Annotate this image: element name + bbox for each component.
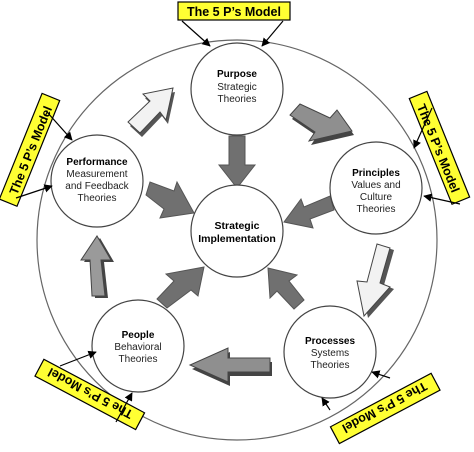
performance-line3: Theories — [78, 193, 117, 204]
node-principles: Principles Values and Culture Theories — [329, 141, 423, 235]
principles-line1: Values and — [351, 180, 400, 191]
arrow-people-to-center — [156, 266, 205, 309]
arrow-people-to-performance — [80, 235, 114, 298]
people-title: People — [122, 330, 155, 341]
principles-line2: Culture — [360, 192, 393, 203]
performance-title: Performance — [66, 157, 128, 168]
processes-title: Processes — [305, 336, 355, 347]
principles-title: Principles — [352, 168, 400, 179]
purpose-line2: Theories — [218, 94, 257, 105]
center-line2: Implementation — [198, 233, 276, 245]
tag-top: The 5 P’s Model — [177, 1, 291, 21]
outer-circle — [36, 39, 438, 441]
arrow-performance-to-purpose — [127, 87, 175, 137]
arrow-principles-to-processes — [356, 243, 394, 318]
node-people: People Behavioral Theories — [91, 299, 185, 393]
node-strategic-implementation: Strategic Implementation — [190, 184, 284, 278]
node-purpose: Purpose Strategic Theories — [190, 42, 284, 136]
tag-left-label: The 5 P’s Model — [7, 104, 55, 196]
arrow-purpose-to-principles — [289, 103, 354, 145]
arrow-performance-to-center — [145, 180, 195, 219]
people-line2: Theories — [119, 354, 158, 365]
center-line1: Strategic — [215, 220, 260, 232]
performance-line2: and Feedback — [65, 181, 129, 192]
people-line1: Behavioral — [114, 342, 161, 353]
arrow-processes-to-people — [188, 347, 272, 386]
node-processes: Processes Systems Theories — [283, 305, 377, 399]
node-performance: Performance Measurement and Feedback The… — [50, 134, 144, 228]
processes-line2: Theories — [311, 360, 350, 371]
performance-line1: Measurement — [66, 169, 127, 180]
tag-top-label: The 5 P’s Model — [187, 5, 281, 19]
processes-line1: Systems — [311, 348, 349, 359]
arrow-principles-to-center — [283, 195, 335, 229]
principles-line3: Theories — [357, 204, 396, 215]
purpose-line1: Strategic — [217, 82, 256, 93]
pointer-arrows — [15, 20, 461, 423]
cycle-arrows — [80, 87, 394, 386]
purpose-title: Purpose — [217, 69, 257, 80]
inward-arrows — [145, 135, 335, 310]
arrow-purpose-to-center — [217, 135, 257, 189]
arrow-processes-to-center — [267, 267, 305, 310]
tag-left: The 5 P’s Model — [0, 92, 61, 208]
